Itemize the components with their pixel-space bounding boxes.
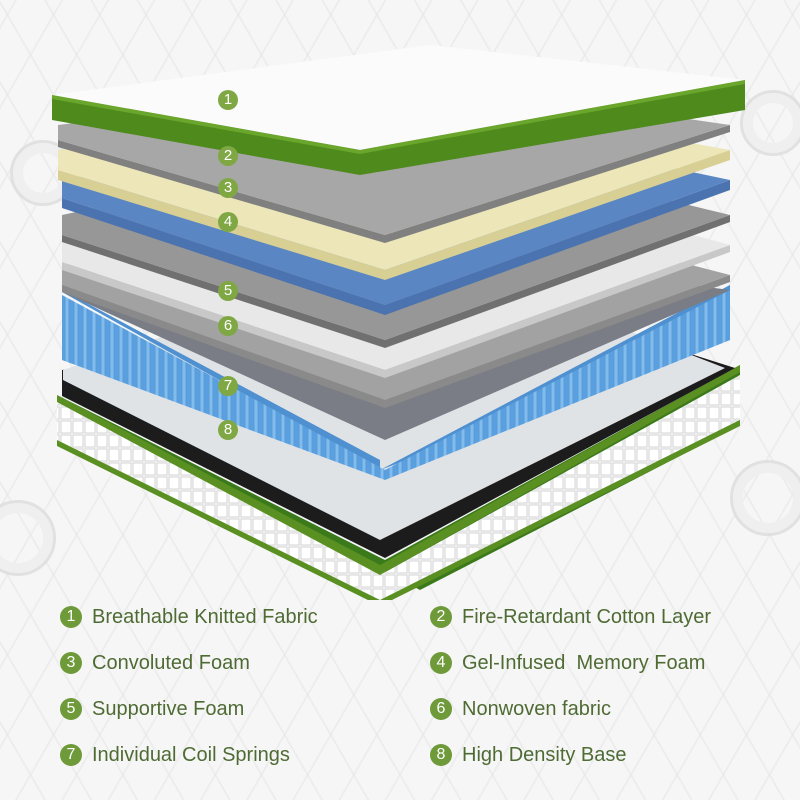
swirl-pattern xyxy=(0,500,56,576)
layer-badge-4: 4 xyxy=(218,212,238,232)
swirl-pattern xyxy=(740,90,800,156)
legend-label: Nonwoven fabric xyxy=(462,697,611,720)
layer-badge-2: 2 xyxy=(218,146,238,166)
legend-item-3: 3 Convoluted Foam xyxy=(60,651,430,675)
layer-badge-8: 8 xyxy=(218,420,238,440)
layer-legend: 1 Breathable Knitted Fabric 2 Fire-Retarda… xyxy=(60,605,780,767)
layer-badge-1: 1 xyxy=(218,90,238,110)
swirl-pattern xyxy=(730,460,800,536)
legend-item-1: 1 Breathable Knitted Fabric xyxy=(60,605,430,629)
number-badge-icon: 4 xyxy=(430,652,452,674)
legend-item-8: 8 High Density Base xyxy=(430,743,780,767)
layer-badge-6: 6 xyxy=(218,316,238,336)
legend-item-7: 7 Individual Coil Springs xyxy=(60,743,430,767)
legend-label: Gel-Infused Memory Foam xyxy=(462,651,706,674)
layer-badge-3: 3 xyxy=(218,178,238,198)
legend-label: Individual Coil Springs xyxy=(92,743,290,766)
legend-label: Supportive Foam xyxy=(92,697,245,720)
legend-item-6: 6 Nonwoven fabric xyxy=(430,697,780,721)
legend-label: High Density Base xyxy=(462,743,627,766)
number-badge-icon: 8 xyxy=(430,744,452,766)
legend-label: Convoluted Foam xyxy=(92,651,250,674)
mattress-layers-diagram xyxy=(52,45,745,600)
number-badge-icon: 1 xyxy=(60,606,82,628)
legend-item-5: 5 Supportive Foam xyxy=(60,697,430,721)
number-badge-icon: 3 xyxy=(60,652,82,674)
layer-badge-5: 5 xyxy=(218,281,238,301)
legend-item-2: 2 Fire-Retardant Cotton Layer xyxy=(430,605,780,629)
layer-badge-7: 7 xyxy=(218,376,238,396)
legend-item-4: 4 Gel-Infused Memory Foam xyxy=(430,651,780,675)
number-badge-icon: 7 xyxy=(60,744,82,766)
legend-label: Breathable Knitted Fabric xyxy=(92,605,318,628)
number-badge-icon: 6 xyxy=(430,698,452,720)
legend-label: Fire-Retardant Cotton Layer xyxy=(462,605,712,628)
layer-top-cover xyxy=(52,45,745,175)
number-badge-icon: 5 xyxy=(60,698,82,720)
number-badge-icon: 2 xyxy=(430,606,452,628)
